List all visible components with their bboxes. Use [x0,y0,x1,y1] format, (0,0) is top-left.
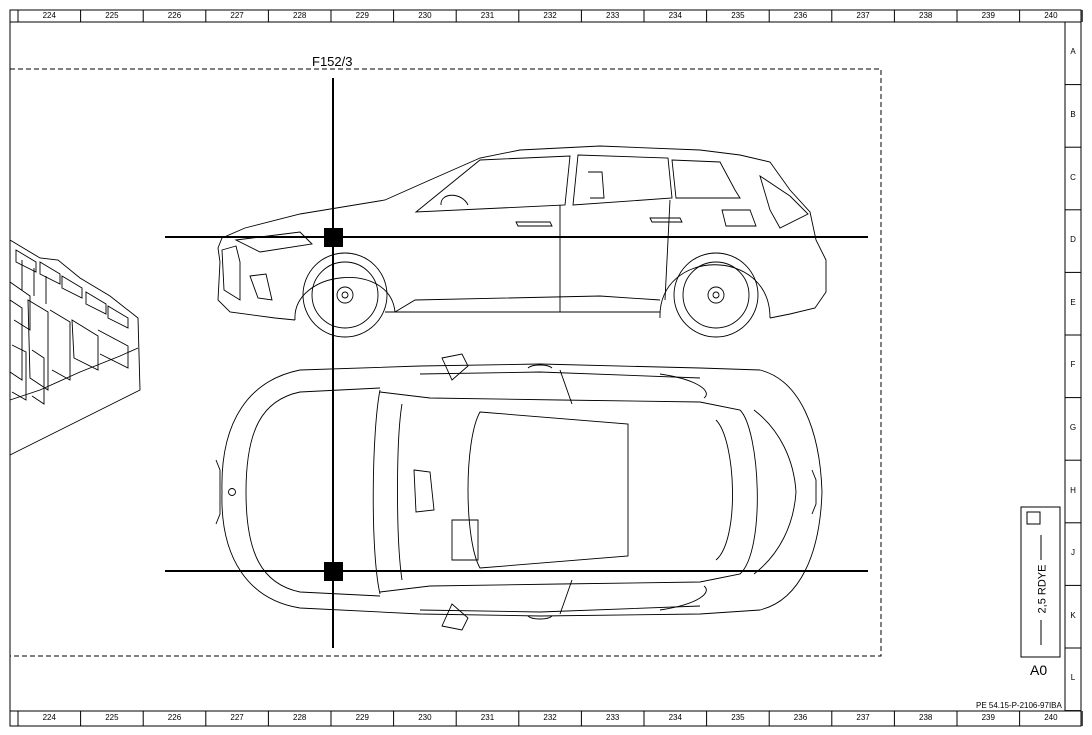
grid-row-label: F [1070,360,1076,370]
location-marker-top [324,562,343,581]
dashed-area-border [10,68,882,657]
fuse-box-outline [9,239,141,456]
grid-column-label-top: 236 [793,11,808,20]
grid-column-label-bottom: 232 [543,713,557,722]
grid-row-label: K [1070,610,1076,620]
locator-lines [165,78,868,648]
sheet-frame [9,9,1082,727]
grid-column-label-bottom: 225 [105,713,119,722]
grid-column-label-bottom: 240 [1044,713,1058,722]
grid-column-label-bottom: 235 [731,713,745,722]
grid-column-label-bottom: 236 [793,713,808,722]
component-callout-label: F152/3 [312,54,353,69]
grid-row-label: E [1070,297,1076,307]
grid-column-label-top: 233 [606,11,620,20]
grid-column-label-top: 240 [1044,11,1058,20]
grid-column-label-bottom: 228 [293,713,307,722]
grid-column-label-top: 224 [42,11,56,20]
grid-column-label-bottom: 233 [606,713,620,722]
grid-column-label-top: 226 [167,11,182,20]
grid-column-label-top: 239 [981,11,995,20]
grid-column-label-top: 228 [293,11,307,20]
grid-column-label-top: 234 [668,11,682,20]
legend-wire-container: 2,5 RDYE [1000,565,1084,614]
legend-box-outline [1020,506,1061,658]
grid-row-label: J [1071,548,1075,558]
grid-column-label-top: 229 [355,11,369,20]
vehicle-side-view [217,145,827,338]
grid-column-label-top: 230 [418,11,432,20]
grid-column-label-bottom: 238 [919,713,933,722]
grid-row-label: C [1070,172,1076,182]
grid-column-label-bottom: 230 [418,713,432,722]
grid-column-label-bottom: 234 [668,713,682,722]
location-marker-side [324,228,343,247]
grid-column-label-top: 235 [731,11,745,20]
grid-column-label-top: 238 [919,11,933,20]
grid-row-label: G [1069,422,1077,432]
grid-row-label: H [1070,485,1076,495]
grid-column-label-bottom: 237 [856,713,870,722]
grid-row-label: D [1070,235,1076,245]
grid-column-label-bottom: 231 [480,713,495,722]
vehicle-top-view [215,353,823,631]
grid-column-label-top: 231 [480,11,495,20]
grid-column-label-top: 227 [230,11,244,20]
grid-row-label: B [1070,109,1076,119]
grid-row-label: A [1070,47,1076,57]
grid-column-label-top: 237 [856,11,870,20]
grid-column-label-bottom: 239 [981,713,995,722]
document-reference: PE 54.15-P-2106-97IBA [976,701,1062,710]
grid-column-label-bottom: 227 [230,713,244,722]
wire-color-label: 2,5 RDYE [1035,564,1048,614]
grid-column-label-bottom: 229 [355,713,369,722]
grid-column-label-top: 232 [543,11,557,20]
grid-column-label-bottom: 224 [42,713,56,722]
grid-column-label-top: 225 [105,11,119,20]
component-code: A0 [1030,662,1048,678]
grid-row-label: L [1070,673,1076,683]
grid-column-label-bottom: 226 [167,713,182,722]
